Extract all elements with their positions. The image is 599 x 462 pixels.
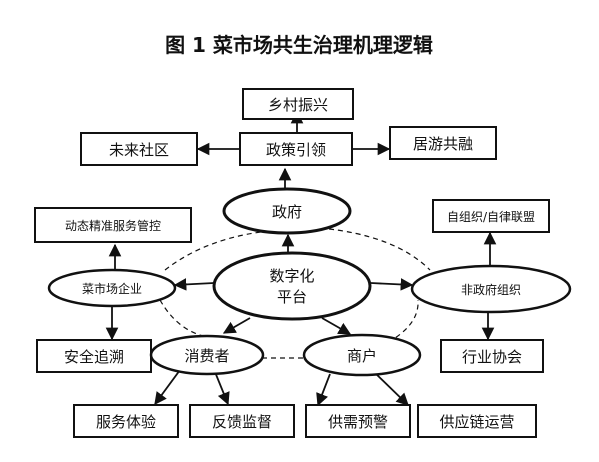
arrow-platform-ngo: [370, 278, 414, 291]
box-trace-label: 安全追溯: [64, 348, 124, 366]
box-policy-label: 政策引领: [266, 141, 326, 159]
arrow-consumer-service: [154, 369, 181, 406]
ellipse-market: 菜市场企业: [47, 268, 177, 308]
box-feedback-label: 反馈监督: [212, 413, 272, 431]
box-supplychain-label: 供应链运营: [439, 413, 514, 431]
box-living: 居游共融: [389, 126, 497, 160]
ellipse-platform-label-2: 平台: [277, 288, 307, 306]
arrow-platform-consumer: [222, 317, 251, 334]
arrow-merchant-supplychain: [371, 369, 409, 406]
ellipse-consumer: 消费者: [149, 334, 265, 376]
dashed-link-market-consumer: [159, 299, 216, 339]
diagram-title: 图 1 菜市场共生治理机理逻辑: [165, 33, 433, 57]
box-service: 服务体验: [73, 404, 179, 438]
box-supplychain: 供应链运营: [417, 404, 537, 438]
box-policy: 政策引领: [239, 132, 353, 166]
box-dynamic: 动态精准服务管控: [34, 207, 192, 243]
ellipse-market-label: 菜市场企业: [82, 281, 142, 296]
box-rural: 乡村振兴: [242, 88, 354, 120]
arrow-platform-market: [173, 278, 215, 291]
ellipse-platform: 数字化 平台: [212, 251, 372, 321]
box-warning: 供需预警: [305, 404, 411, 438]
ellipse-government-label: 政府: [272, 203, 302, 221]
box-living-label: 居游共融: [413, 135, 473, 153]
box-feedback: 反馈监督: [189, 404, 295, 438]
ellipse-ngo: 非政府组织: [410, 264, 572, 314]
box-rural-label: 乡村振兴: [268, 96, 328, 114]
ellipse-platform-label-1: 数字化: [269, 267, 314, 285]
ellipse-ngo-label: 非政府组织: [461, 282, 521, 297]
box-future-label: 未来社区: [109, 141, 169, 159]
ellipse-merchant: 商户: [302, 333, 422, 377]
ellipse-merchant-label: 商户: [347, 347, 377, 365]
ellipse-consumer-label: 消费者: [184, 347, 229, 365]
arrow-platform-merchant: [321, 317, 352, 335]
box-selforg: 自组织/自律联盟: [432, 199, 550, 233]
dashed-link-gov-ngo: [319, 227, 431, 271]
box-industry-label: 行业协会: [462, 348, 522, 366]
box-trace: 安全追溯: [36, 339, 152, 373]
arrow-consumer-feedback: [214, 371, 230, 406]
arrows: [105, 110, 497, 407]
box-dynamic-label: 动态精准服务管控: [65, 218, 161, 233]
box-service-label: 服务体验: [96, 413, 156, 431]
arrow-merchant-warning: [316, 373, 331, 407]
box-selforg-label: 自组织/自律联盟: [447, 210, 535, 224]
box-industry: 行业协会: [440, 339, 544, 373]
box-warning-label: 供需预警: [328, 413, 388, 431]
ellipse-government: 政府: [222, 187, 352, 235]
box-future: 未来社区: [80, 132, 198, 166]
